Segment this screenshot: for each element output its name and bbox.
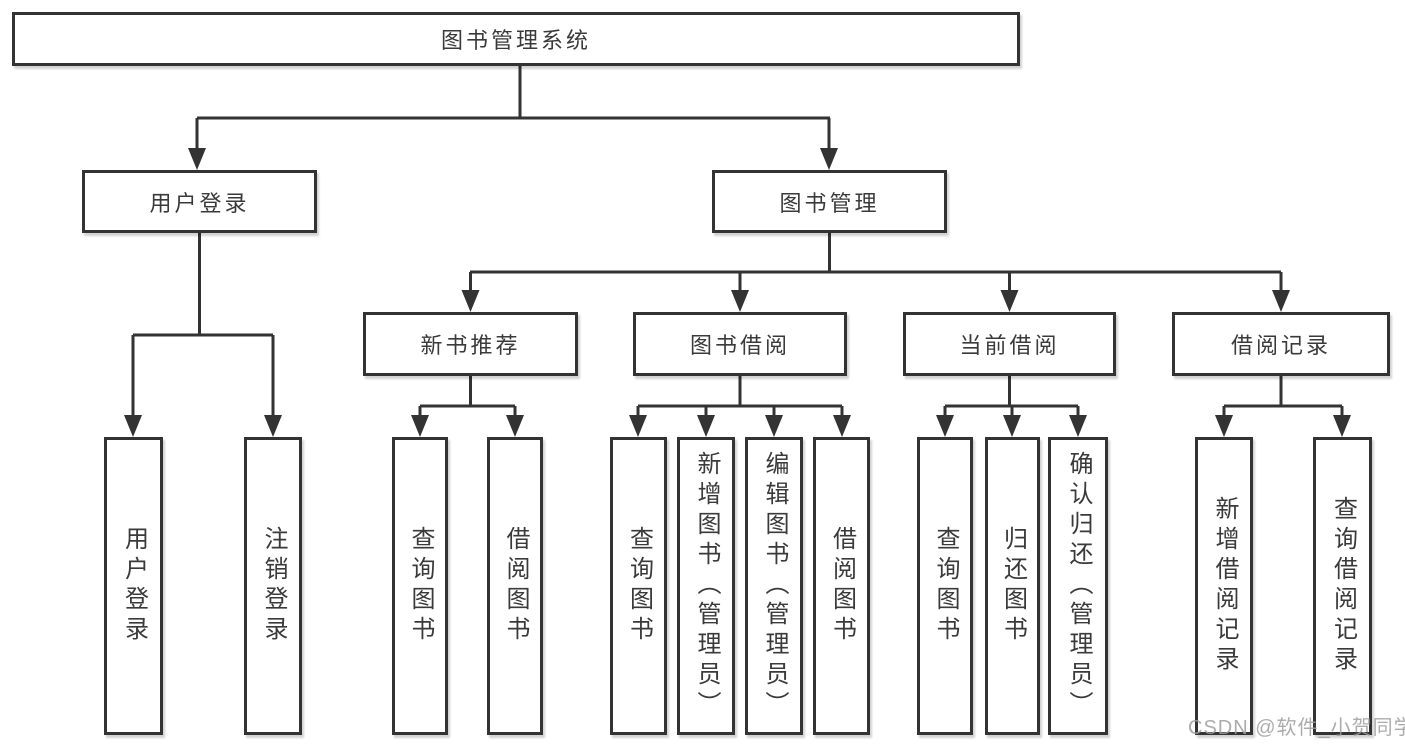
leaf-add-books-admin-label: 新增图书（管理员） (693, 451, 720, 721)
leaf-logout: 注销登录 (244, 437, 302, 735)
node-book-management-label: 图书管理 (779, 190, 880, 216)
leaf-query-borrow-record: 查询借阅记录 (1313, 437, 1372, 735)
leaf-return-books: 归还图书 (985, 437, 1040, 735)
leaf-logout-label: 注销登录 (260, 526, 287, 646)
node-new-book-recommend: 新书推荐 (363, 312, 578, 376)
node-root-label: 图书管理系统 (440, 28, 591, 53)
node-user-login: 用户登录 (82, 170, 317, 233)
node-book-borrow-label: 图书借阅 (689, 333, 790, 358)
node-user-login-label: 用户登录 (149, 190, 250, 216)
node-new-book-recommend-label: 新书推荐 (420, 333, 521, 358)
leaf-edit-books-admin-label: 编辑图书（管理员） (761, 451, 788, 721)
leaf-query-books-current-label: 查询图书 (932, 526, 959, 646)
leaf-query-books-borrow: 查询图书 (610, 437, 667, 735)
node-borrow-records: 借阅记录 (1172, 312, 1390, 376)
leaf-borrow-books-label: 借阅图书 (828, 526, 856, 646)
leaf-query-books-current: 查询图书 (917, 437, 973, 735)
leaf-query-books-recommend: 查询图书 (392, 437, 448, 735)
leaf-borrow-books-recommend: 借阅图书 (487, 437, 543, 735)
node-current-borrow-label: 当前借阅 (959, 333, 1060, 358)
node-root: 图书管理系统 (12, 12, 1020, 66)
leaf-user-login-label: 用户登录 (120, 526, 148, 646)
leaf-return-books-label: 归还图书 (999, 526, 1027, 646)
node-current-borrow: 当前借阅 (903, 312, 1116, 376)
csdn-watermark: CSDN @软件_小贺同学 (1188, 717, 1405, 739)
node-book-borrow: 图书借阅 (633, 312, 847, 376)
leaf-add-books-admin: 新增图书（管理员） (677, 437, 735, 735)
leaf-add-borrow-record: 新增借阅记录 (1195, 437, 1253, 735)
node-borrow-records-label: 借阅记录 (1230, 333, 1331, 358)
leaf-edit-books-admin: 编辑图书（管理员） (745, 437, 803, 735)
leaf-borrow-books-recommend-label: 借阅图书 (502, 526, 529, 646)
leaf-query-books-borrow-label: 查询图书 (625, 526, 653, 646)
leaf-query-borrow-record-label: 查询借阅记录 (1329, 496, 1357, 676)
leaf-borrow-books: 借阅图书 (813, 437, 870, 735)
node-book-management: 图书管理 (712, 170, 947, 233)
leaf-user-login: 用户登录 (104, 437, 163, 735)
leaf-add-borrow-record-label: 新增借阅记录 (1211, 496, 1238, 676)
leaf-confirm-return-admin-label: 确认归还（管理员） (1065, 451, 1092, 721)
leaf-confirm-return-admin: 确认归还（管理员） (1048, 437, 1108, 735)
leaf-query-books-recommend-label: 查询图书 (407, 526, 434, 646)
